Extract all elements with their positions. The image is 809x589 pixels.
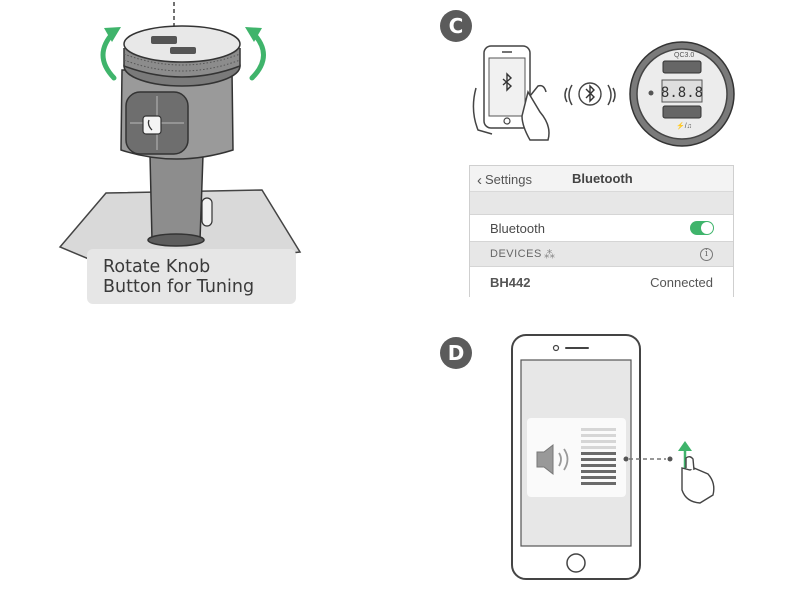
callout-line-1: Rotate Knob xyxy=(103,257,211,277)
step-c-badge: C xyxy=(440,10,472,42)
bluetooth-toggle-label: Bluetooth xyxy=(490,221,545,236)
device-row[interactable]: BH442 Connected xyxy=(470,267,733,297)
swipe-up-gesture xyxy=(623,441,715,504)
speaker-icon xyxy=(536,443,569,476)
bluetooth-toggle[interactable] xyxy=(690,221,714,235)
phone-pairing-illustration xyxy=(472,45,550,141)
tuning-callout: Rotate Knob Button for Tuning xyxy=(87,249,296,304)
toggle-knob xyxy=(701,222,713,234)
device-status: Connected xyxy=(650,275,713,290)
chevron-left-icon: ‹ xyxy=(477,172,482,189)
qc-port-label: QC3.0 xyxy=(674,52,695,59)
svg-text:8.8.8: 8.8.8 xyxy=(661,85,703,101)
callout-line-2: Button for Tuning xyxy=(103,277,255,297)
back-label: Settings xyxy=(485,172,532,187)
page-title: Bluetooth xyxy=(572,171,633,186)
bluetooth-toggle-row: Bluetooth xyxy=(470,215,733,242)
info-icon[interactable]: i xyxy=(700,248,713,261)
devices-header: DEVICES xyxy=(490,248,542,260)
charger-top-view: 8.8.8 xyxy=(629,41,735,147)
step-d-badge: D xyxy=(440,337,472,369)
loading-spinner-icon: ⁂ xyxy=(544,249,555,261)
volume-level-bars xyxy=(581,428,616,485)
device-name: BH442 xyxy=(490,275,531,290)
back-button[interactable]: ‹Settings xyxy=(477,171,532,189)
devices-header-row: DEVICES ⁂ i xyxy=(470,242,733,267)
media-port-label: ⚡/♫ xyxy=(676,123,692,130)
car-charger-illustration xyxy=(58,2,302,263)
phone-volume-illustration xyxy=(511,334,641,580)
section-spacer xyxy=(470,192,733,215)
bluetooth-signal-icon xyxy=(564,82,616,106)
callout-text: Rotate Knob Button for Tuning xyxy=(103,257,254,297)
settings-nav-bar: ‹Settings Bluetooth xyxy=(470,166,733,192)
bluetooth-settings-panel: ‹Settings Bluetooth Bluetooth DEVICES ⁂ … xyxy=(469,165,734,297)
